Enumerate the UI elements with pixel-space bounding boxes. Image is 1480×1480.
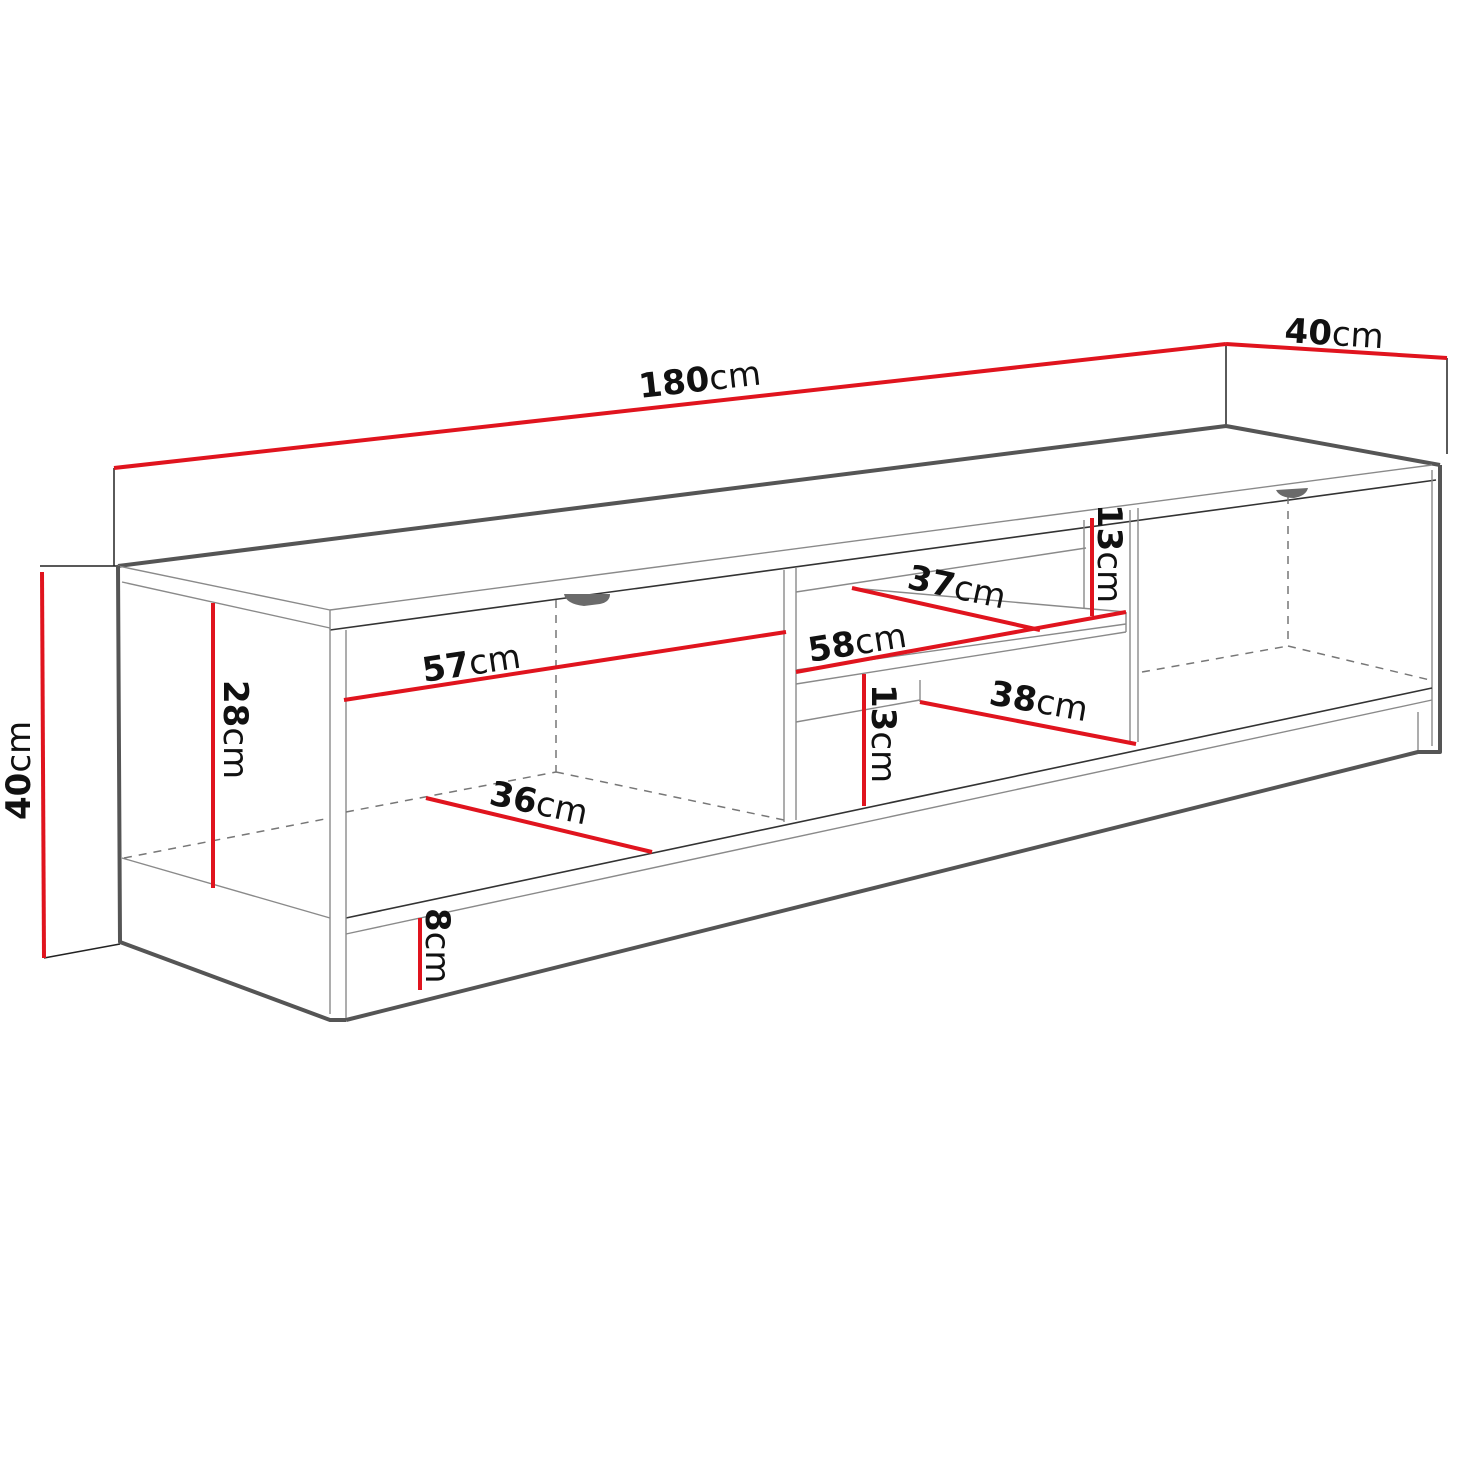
left-compartment <box>345 568 797 822</box>
dimension-labels: 180cm 40cm 40cm 28cm 57cm 36cm 8cm 58cm … <box>0 311 1385 983</box>
cabinet-top <box>117 424 1441 631</box>
dim-line-depth <box>1225 342 1448 360</box>
dim-line-middle-shelf-depth <box>851 586 1041 632</box>
extension-lines <box>40 344 1448 959</box>
label-height: 40cm <box>0 721 39 820</box>
label-middle-lower-height: 13cm <box>863 684 903 783</box>
right-compartment <box>1141 488 1431 681</box>
dim-line-middle-shelf-width <box>795 610 1127 674</box>
label-middle-shelf-width: 58cm <box>805 616 909 671</box>
left-door-handle-icon <box>564 594 610 606</box>
dim-line-middle-lower-depth <box>919 700 1137 746</box>
dim-line-height <box>40 571 46 959</box>
label-left-width: 57cm <box>419 637 523 691</box>
dimension-lines <box>40 342 1448 990</box>
dim-line-total-width <box>113 342 1227 470</box>
label-middle-upper-height: 13cm <box>1089 504 1129 603</box>
right-door-handle-icon <box>1276 488 1308 498</box>
dim-line-left-depth <box>425 796 653 854</box>
plinth <box>345 630 1433 1018</box>
label-total-width: 180cm <box>637 354 764 407</box>
label-left-height: 28cm <box>215 680 255 779</box>
left-side-panel <box>116 565 346 1022</box>
middle-compartment <box>795 508 1139 742</box>
dim-line-left-width <box>343 630 787 702</box>
label-plinth: 8cm <box>417 908 457 984</box>
label-middle-lower-depth: 38cm <box>986 673 1091 730</box>
label-depth: 40cm <box>1283 311 1384 357</box>
label-middle-shelf-depth: 37cm <box>904 558 1009 618</box>
